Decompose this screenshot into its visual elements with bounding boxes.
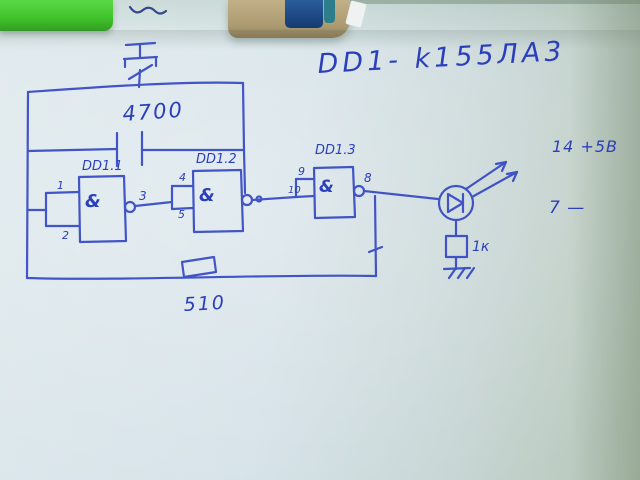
- resistor-510-symbol: [180, 255, 218, 279]
- capacitor-value-label: 4700: [122, 98, 185, 126]
- gate1-pin-out: 3: [139, 189, 147, 203]
- ink-strokes: [25, 5, 519, 280]
- gate2-pin-in2: 5: [178, 208, 185, 221]
- gate1-pin-in2: 2: [62, 229, 69, 242]
- gate1-and-symbol: &: [85, 191, 101, 212]
- led-symbol: [437, 184, 475, 238]
- teal-object: [324, 0, 335, 23]
- schematic-title: DD1- k155ЛА3: [317, 36, 567, 80]
- feedback-wire: [367, 194, 384, 278]
- gate1-pin-in1: 1: [57, 179, 64, 192]
- gate2-pin-in1: 4: [179, 171, 186, 184]
- gate2-label: DD1.2: [196, 152, 237, 167]
- gate3-and-symbol: &: [319, 177, 334, 197]
- gate-dd1-3: [294, 165, 440, 220]
- object-shadow: [0, 30, 640, 50]
- pen-scribble: [128, 5, 168, 15]
- switch-symbol: [122, 41, 159, 89]
- gate2-and-symbol: &: [199, 185, 215, 206]
- resistor-1k-label: 1к: [472, 239, 490, 255]
- gate3-pin-in2: 10: [288, 185, 301, 196]
- ground-symbol: [442, 266, 476, 280]
- right-vignette: [570, 0, 640, 480]
- resistor-1k-symbol: [444, 234, 469, 271]
- tan-object: [228, 0, 350, 38]
- resistor-510-label: 510: [183, 292, 226, 316]
- gate3-pin-out: 8: [364, 171, 372, 185]
- capacitor-symbol: [26, 130, 246, 168]
- ink-labels: DD1- k155ЛА3 4700 DD1.1 & 1 2 3 DD1.2 & …: [57, 36, 618, 316]
- gate3-pin-in1: 9: [298, 165, 305, 178]
- gate-dd1-2: [170, 168, 298, 234]
- gate1-label: DD1.1: [82, 159, 123, 174]
- table-edge: [340, 0, 640, 4]
- ground-pin-note: 7 —: [549, 198, 585, 218]
- green-object: [0, 0, 113, 31]
- led-arrows: [464, 160, 519, 199]
- power-pin-note: 14 +5B: [552, 137, 618, 156]
- gate-dd1-1: [26, 174, 174, 244]
- gate3-label: DD1.3: [315, 143, 356, 158]
- blue-object: [285, 0, 323, 28]
